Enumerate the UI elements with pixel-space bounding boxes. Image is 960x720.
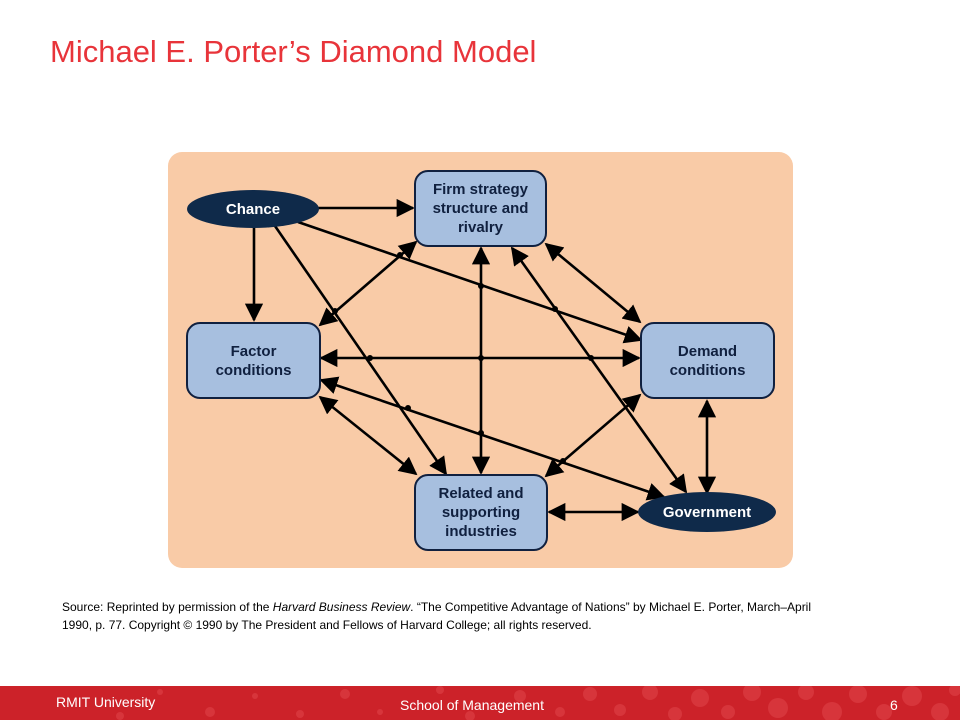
footer-bar: RMIT University School of Management 6: [0, 686, 960, 720]
arrow-firm-demand: [544, 242, 642, 324]
factor-conditions-box: Factor conditions: [186, 322, 321, 399]
footer-school: School of Management: [400, 697, 544, 713]
slide-title: Michael E. Porter’s Diamond Model: [50, 34, 537, 69]
source-publication: Harvard Business Review: [272, 600, 411, 614]
source-rest: . “The Competitive Advantage of Nations”…: [62, 600, 812, 632]
demand-conditions-box: Demand conditions: [640, 322, 775, 399]
source-prefix: Source: Reprinted by permission of the: [62, 600, 273, 614]
source-note: Source: Reprinted by permission of the H…: [62, 598, 842, 634]
related-industries-box: Related and supporting industries: [414, 474, 548, 551]
footer-page-number: 6: [890, 697, 898, 713]
firm-strategy-box: Firm strategy structure and rivalry: [414, 170, 547, 247]
footer-university: RMIT University: [56, 694, 156, 710]
government-oval: Government: [638, 492, 776, 532]
arrow-factor-government: [319, 376, 666, 501]
chance-oval: Chance: [187, 190, 319, 228]
footer-dot-pattern: [116, 686, 960, 720]
crossing-dots: [332, 252, 594, 464]
